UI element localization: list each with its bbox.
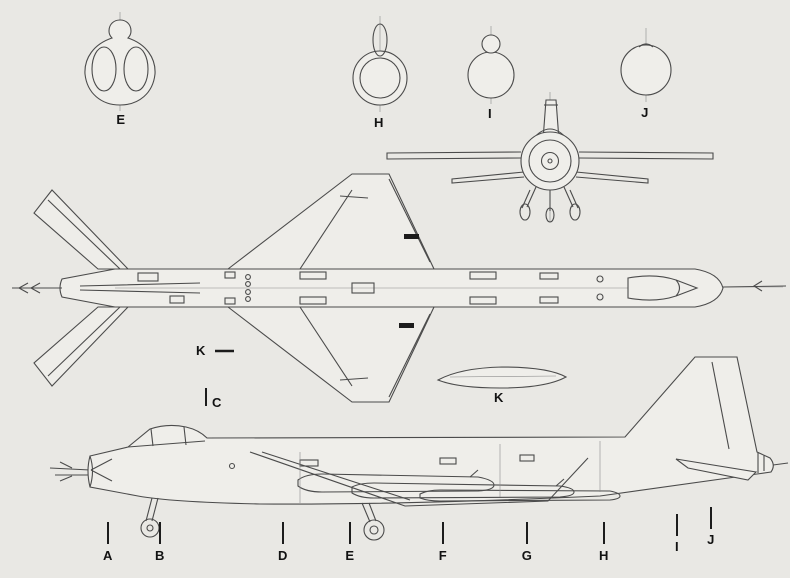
- station-label-f: F: [438, 548, 448, 563]
- plan-view-label-c: C: [212, 395, 222, 410]
- side-view-drawing: [49, 356, 789, 541]
- cross-section-j-drawing: [620, 28, 672, 102]
- cross-section-label-i: I: [487, 106, 493, 121]
- cross-section-i-drawing: [467, 26, 515, 104]
- station-label-i: I: [674, 539, 680, 554]
- station-label-b: B: [155, 548, 165, 563]
- detail-label-k: K: [494, 390, 504, 405]
- station-label-j: J: [707, 532, 715, 547]
- plan-view-label-k: K: [196, 343, 206, 358]
- cross-section-e-drawing: [84, 12, 156, 111]
- cross-section-label-j: J: [641, 105, 649, 120]
- cross-section-label-e: E: [116, 112, 126, 127]
- k-detail-drawing: [436, 366, 568, 389]
- cross-section-h-drawing: [352, 16, 408, 112]
- plan-view-drawing: [12, 173, 787, 403]
- station-label-e: E: [345, 548, 355, 563]
- station-label-h: H: [599, 548, 609, 563]
- station-label-g: G: [521, 548, 533, 563]
- station-tick-marks: [107, 507, 712, 544]
- front-view-drawing: [386, 92, 714, 223]
- station-label-d: D: [278, 548, 288, 563]
- station-label-a: A: [103, 548, 113, 563]
- cross-section-label-h: H: [374, 115, 384, 130]
